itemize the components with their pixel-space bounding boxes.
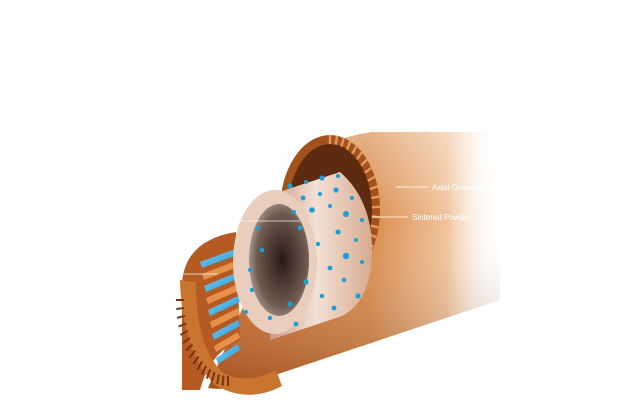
powder-dot: [336, 174, 340, 178]
groove-tooth: [192, 355, 200, 365]
powder-dot: [328, 204, 332, 208]
groove-tooth: [371, 195, 380, 200]
powder-dot: [249, 287, 255, 293]
powder-dot: [293, 321, 299, 327]
groove-tooth: [221, 375, 225, 386]
groove-tooth: [182, 337, 191, 344]
groove-channel: [210, 308, 240, 328]
powder-dot: [256, 226, 260, 230]
powder-dot: [267, 315, 273, 321]
powder-dot: [360, 260, 364, 264]
powder-dot: [309, 207, 315, 213]
groove-tooth: [178, 322, 187, 328]
callout-axial-grooves: Axial Grooves: [396, 183, 482, 192]
groove-tooth: [363, 166, 373, 174]
groove-tooth: [196, 360, 204, 371]
sintered-wick-tube: [233, 172, 372, 340]
groove-tooth: [351, 145, 358, 155]
front-groove-teeth: [176, 299, 229, 386]
groove-tooth: [369, 185, 378, 191]
groove-tooth: [370, 224, 379, 229]
powder-dot: [341, 277, 347, 283]
powder-dot: [350, 196, 354, 200]
groove-channel: [202, 260, 240, 280]
powder-dot: [327, 265, 333, 271]
groove-tooth: [367, 175, 376, 182]
callout-sintered-powder: Sintered Powder: [372, 213, 471, 222]
powder-dot: [360, 218, 364, 222]
blue-groove-channels: [200, 248, 240, 364]
powder-dot: [244, 310, 248, 314]
groove-tooth: [205, 369, 212, 379]
powder-dot: [303, 279, 309, 285]
groove-tooth: [355, 151, 363, 161]
powder-dot: [331, 305, 337, 311]
powder-dot: [319, 293, 325, 299]
groove-tooth: [345, 140, 352, 151]
powder-dot: [335, 229, 341, 235]
powder-dot: [354, 238, 358, 242]
groove-tooth: [188, 350, 197, 359]
axial-grooves-section: [176, 232, 282, 395]
powder-dot: [248, 268, 252, 272]
groove-channel: [208, 296, 240, 316]
groove-tooth: [216, 374, 220, 385]
powder-dot: [297, 225, 303, 231]
groove-tooth: [340, 137, 345, 147]
groove-channel: [200, 248, 240, 268]
powder-dot: [319, 175, 325, 181]
powder-dot: [287, 183, 293, 189]
powder-dot: [355, 293, 361, 299]
groove-tooth: [201, 365, 207, 375]
powder-dot: [318, 192, 322, 196]
powder-dot: [292, 210, 296, 214]
groove-channel: [212, 320, 240, 340]
groove-tooth: [185, 343, 194, 352]
powder-dot: [342, 252, 350, 260]
groove-channel: [214, 332, 240, 352]
groove-tooth: [176, 306, 185, 310]
groove-channel: [206, 284, 240, 304]
powder-dot: [333, 187, 339, 193]
sintered-powder-dots: [244, 174, 364, 327]
groove-channel: [204, 272, 240, 292]
powder-dot: [304, 180, 308, 184]
groove-tooth: [180, 330, 189, 336]
vapor-channel: [249, 204, 309, 316]
powder-dot: [259, 247, 265, 253]
powder-dot: [287, 301, 293, 307]
groove-tooth: [334, 135, 339, 145]
groove-tooth: [210, 372, 216, 383]
groove-channel: [216, 344, 240, 364]
groove-tooth: [176, 314, 186, 319]
powder-dot: [343, 211, 349, 217]
axial-grooves-label: Axial Grooves: [432, 183, 482, 192]
powder-dot: [315, 241, 321, 247]
powder-dot: [300, 195, 306, 201]
groove-tooth: [360, 158, 368, 167]
sintered-powder-label: Sintered Powder: [412, 213, 471, 222]
